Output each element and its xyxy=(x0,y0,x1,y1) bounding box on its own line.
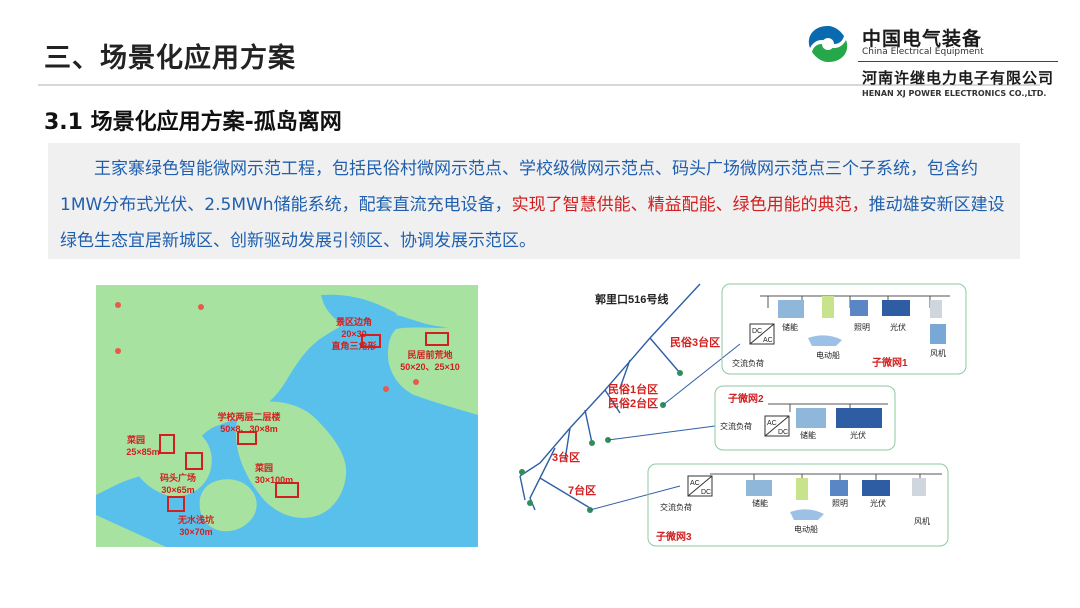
svg-text:光伏: 光伏 xyxy=(870,498,886,508)
subnet-3-box xyxy=(647,463,949,547)
lighting-icon-3 xyxy=(830,480,848,496)
company-name-cn: 河南许继电力电子有限公司 xyxy=(862,69,1055,87)
site-map: 景区边角 20×30 直角三角形 民居前荒地 50×20、25×10 学校两层二… xyxy=(96,285,478,547)
map-label-3: 民居前荒地 xyxy=(407,349,452,360)
storage-icon xyxy=(778,300,804,318)
wind-icon-3 xyxy=(912,478,926,496)
section-title: 三、场景化应用方案 xyxy=(44,43,296,74)
pv-icon-3 xyxy=(862,480,890,496)
pv-icon xyxy=(882,300,910,316)
description-box: 王家寨绿色智能微网示范工程，包括民俗村微网示范点、学校级微网示范点、码头广场微网… xyxy=(48,143,1020,259)
svg-text:电动船: 电动船 xyxy=(816,350,840,360)
map-label-2: 直角三角形 xyxy=(331,340,376,351)
storage-icon-3 xyxy=(746,480,772,496)
svg-text:AC: AC xyxy=(767,420,777,427)
subnet-1-label: 子微网1 xyxy=(872,356,908,369)
svg-text:交流负荷: 交流负荷 xyxy=(720,421,752,431)
logo-en: China Electrical Equipment xyxy=(862,47,984,57)
line-name: 郭里口516号线 xyxy=(595,292,668,306)
subtitle: 3.1 场景化应用方案-孤岛离网 xyxy=(44,110,342,135)
description-text: 王家寨绿色智能微网示范工程，包括民俗村微网示范点、学校级微网示范点、码头广场微网… xyxy=(60,159,978,215)
svg-text:电动船: 电动船 xyxy=(794,524,818,534)
map-label-1-size: 20×30 xyxy=(341,329,366,339)
svg-text:光伏: 光伏 xyxy=(890,322,906,332)
svg-text:DC: DC xyxy=(752,328,762,335)
map-label-8-size: 30×70m xyxy=(179,527,212,537)
map-label-5-size: 25×85m xyxy=(126,447,159,457)
storage-icon-2 xyxy=(796,408,826,428)
pv-icon-2 xyxy=(836,408,882,428)
microgrid-diagram: 郭里口516号线 民俗3台区 民俗1台区 民俗2台区 3台区 7台区 DC AC… xyxy=(519,283,967,547)
svg-text:照明: 照明 xyxy=(854,323,870,332)
subnet-2-label: 子微网2 xyxy=(728,392,764,405)
map-label-6-size: 30×65m xyxy=(161,485,194,495)
svg-text:储能: 储能 xyxy=(782,322,798,332)
svg-text:交流负荷: 交流负荷 xyxy=(660,502,692,512)
map-label-7: 菜园 xyxy=(254,462,273,473)
zone-3: 3台区 xyxy=(552,450,580,464)
wind-icon xyxy=(930,324,946,344)
map-label-3-size: 50×20、25×10 xyxy=(400,362,460,372)
map-label-6: 码头广场 xyxy=(160,472,196,483)
company-logo-icon xyxy=(808,26,848,62)
svg-text:DC: DC xyxy=(701,489,711,496)
header-divider xyxy=(38,84,1040,86)
map-label-8: 无水浅坑 xyxy=(177,514,214,525)
svg-text:照明: 照明 xyxy=(832,499,848,508)
zone-minsu-2: 民俗2台区 xyxy=(608,396,658,410)
map-label-1: 景区边角 xyxy=(336,316,372,327)
svg-text:交流负荷: 交流负荷 xyxy=(732,358,764,368)
zone-minsu-3: 民俗3台区 xyxy=(670,335,720,349)
lighting-icon xyxy=(850,300,868,316)
svg-text:AC: AC xyxy=(690,480,700,487)
svg-text:风机: 风机 xyxy=(930,348,946,358)
company-name-en: HENAN XJ POWER ELECTRONICS CO.,LTD. xyxy=(862,89,1047,98)
map-label-7-size: 30×100m xyxy=(255,475,293,485)
map-label-4: 学校两层二层楼 xyxy=(217,411,280,422)
svg-text:光伏: 光伏 xyxy=(850,430,866,440)
svg-text:DC: DC xyxy=(778,429,788,436)
svg-text:储能: 储能 xyxy=(752,498,768,508)
svg-text:储能: 储能 xyxy=(800,430,816,440)
map-label-5: 菜园 xyxy=(126,434,145,445)
zone-minsu-1: 民俗1台区 xyxy=(608,382,658,396)
description-highlight: 实现了智慧供能、精益配能、绿色用能的典范， xyxy=(511,195,869,215)
cabinet-icon xyxy=(930,300,942,318)
subnet-3-label: 子微网3 xyxy=(656,530,692,543)
boat-icon-3 xyxy=(790,509,824,520)
logo-cn: 中国电气装备 xyxy=(862,28,983,50)
subnet-1-box xyxy=(721,283,967,375)
zone-7: 7台区 xyxy=(568,483,596,497)
subnet-2-box xyxy=(714,385,896,451)
charger-icon-3 xyxy=(796,478,808,500)
logo-divider xyxy=(858,61,1058,62)
description-text-end: 推动雄安新区建设绿色生态宜居新城区、创新驱动发展引领区、协调发展示范区。 xyxy=(60,195,1005,251)
svg-text:风机: 风机 xyxy=(914,516,930,526)
svg-text:AC: AC xyxy=(763,337,773,344)
boat-icon xyxy=(808,335,842,346)
map-label-4-size: 50×8、30×8m xyxy=(220,424,278,434)
charger-icon xyxy=(822,296,834,318)
